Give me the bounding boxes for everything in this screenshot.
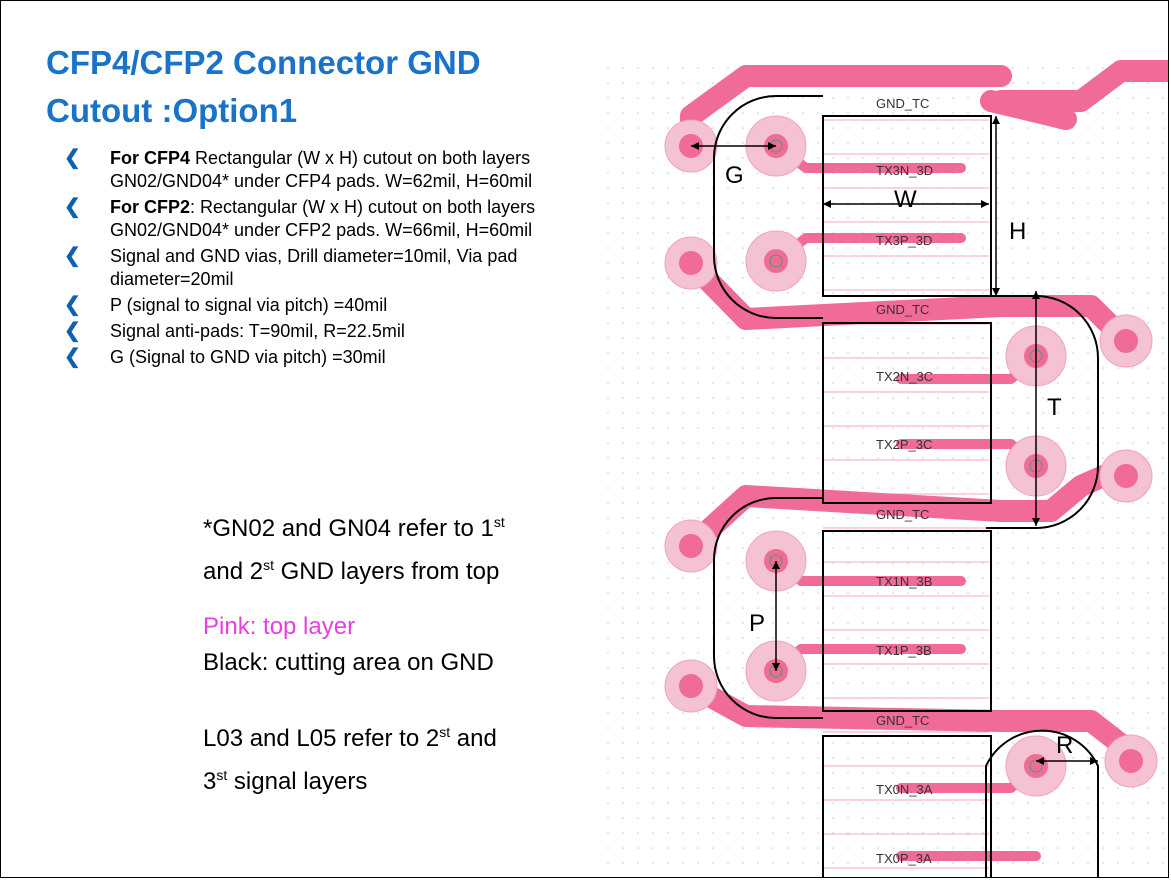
bullet-item: ❮For CFP2: Rectangular (W x H) cutout on… <box>64 196 536 240</box>
anti-pad-outline <box>985 729 1099 877</box>
pad-label: TX3P_3D <box>876 233 932 248</box>
chevron-left-icon: ❮ <box>64 196 81 218</box>
title-line-2: Cutout :Option1 <box>46 92 298 129</box>
pad-label: GND_TC <box>876 302 929 317</box>
bullet-item: ❮P (signal to signal via pitch) =40mil <box>64 294 388 316</box>
chevron-left-icon: ❮ <box>64 320 81 342</box>
note-gnd-layers: *GN02 and GN04 refer to 1st and 2st GND … <box>203 514 505 585</box>
gnd-trace <box>980 90 1077 130</box>
gnd-trace <box>680 65 1012 130</box>
pad-label: TX2P_3C <box>876 437 932 452</box>
title-line-1: CFP4/CFP2 Connector GND <box>46 44 481 81</box>
pad-label: TX1N_3B <box>876 574 932 589</box>
bullet-item: ❮For CFP4 Rectangular (W x H) cutout on … <box>64 147 533 191</box>
chevron-left-icon: ❮ <box>64 245 81 267</box>
note-pink-layer: Pink: top layer <box>203 613 356 640</box>
anti-pad-outline <box>713 95 823 319</box>
pad-labels: GND_TC TX3N_3D TX3P_3D GND_TC TX2N_3C TX… <box>876 96 933 866</box>
pad-label: TX0N_3A <box>876 782 933 797</box>
gnd-cutouts <box>713 95 1099 877</box>
bullet-item: ❮Signal and GND vias, Drill diameter=10m… <box>64 245 518 289</box>
grid-background <box>601 61 1168 877</box>
dim-label-w: W <box>894 186 917 213</box>
dimension-arrows <box>691 116 1098 765</box>
cutout-rect <box>822 530 992 712</box>
pad-label: GND_TC <box>876 713 929 728</box>
pad-label: TX2N_3C <box>876 369 933 384</box>
chevron-left-icon: ❮ <box>64 346 81 368</box>
pad-label: TX0P_3A <box>876 851 932 866</box>
gnd-trace <box>990 60 1168 112</box>
pad-label: TX3N_3D <box>876 163 933 178</box>
note-black-cutting: Black: cutting area on GND <box>203 649 494 676</box>
pad-label: GND_TC <box>876 507 929 522</box>
pad-label: TX1P_3B <box>876 643 932 658</box>
dim-label-p: P <box>749 610 765 637</box>
cutout-rect <box>822 322 992 504</box>
chevron-left-icon: ❮ <box>64 294 81 316</box>
dim-label-h: H <box>1009 218 1026 245</box>
dimension-labels: G W H T P R <box>725 162 1073 759</box>
bullet-item: ❮G (Signal to GND via pitch) =30mil <box>64 346 386 368</box>
pad-label: GND_TC <box>876 96 929 111</box>
pcb-cutout-diagram: GND_TC TX3N_3D TX3P_3D GND_TC TX2N_3C TX… <box>601 60 1168 877</box>
slide-title: CFP4/CFP2 Connector GND Cutout :Option1 <box>46 39 481 135</box>
chevron-left-icon: ❮ <box>64 147 81 169</box>
cutout-rect <box>822 115 992 297</box>
bullet-list: ❮For CFP4 Rectangular (W x H) cutout on … <box>64 147 564 372</box>
pad-outlines <box>823 85 989 869</box>
dim-label-t: T <box>1047 394 1062 421</box>
anti-pad-outline <box>986 295 1099 529</box>
bullet-item: ❮Signal anti-pads: T=90mil, R=22.5mil <box>64 320 405 342</box>
anti-pad-outline <box>713 497 823 719</box>
note-signal-layers: L03 and L05 refer to 2st and 3st signal … <box>203 724 497 795</box>
cutout-rect <box>822 735 992 877</box>
dim-label-g: G <box>725 162 744 189</box>
dim-label-r: R <box>1056 732 1073 759</box>
